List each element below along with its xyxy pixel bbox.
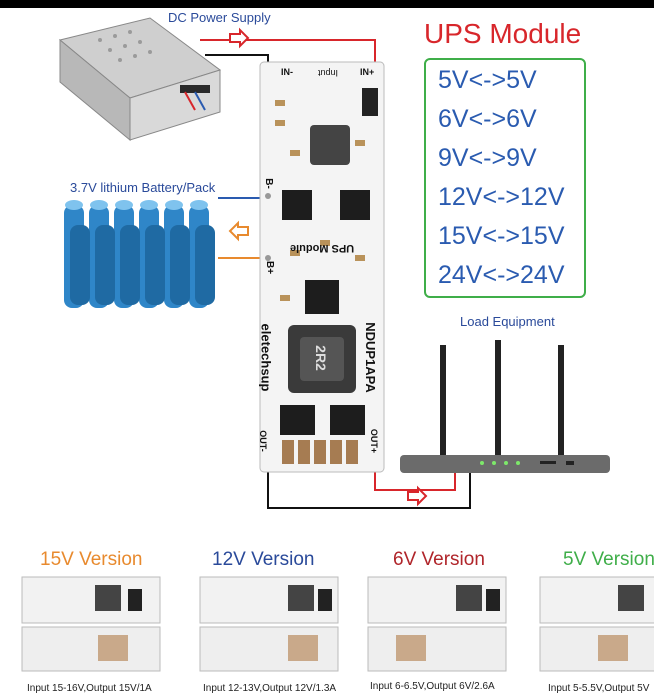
arrow-left-icon — [228, 220, 249, 242]
pin-b-minus: B- — [262, 178, 274, 189]
battery-pack — [64, 200, 215, 308]
pin-out-minus: OUT- — [257, 430, 268, 452]
version-caption-12v: Input 12-13V,Output 12V/1.3A — [203, 683, 337, 694]
pin-in-minus: IN- — [281, 67, 293, 77]
voltage-item: 9V<->9V — [438, 144, 537, 172]
arrow-right-icon — [407, 485, 428, 507]
board-model: NDUP1APA — [362, 322, 378, 393]
pin-out-plus: OUT+ — [369, 428, 380, 454]
voltage-item: 6V<->6V — [438, 105, 537, 133]
voltage-item: 12V<->12V — [438, 183, 565, 211]
version-title-15v: 15V Version — [40, 549, 143, 570]
voltage-item: 15V<->15V — [438, 222, 565, 250]
inductor-label: 2R2 — [312, 345, 329, 371]
wire-load-positive — [374, 462, 456, 491]
voltage-list-box: 5V<->5V 6V<->6V 9V<->9V 12V<->12V 15V<->… — [424, 58, 586, 298]
version-caption-5v: Input 5-5.5V,Output 5V — [548, 683, 650, 694]
pin-b-plus: B+ — [264, 260, 276, 275]
board-thumbnail-15v — [21, 576, 161, 672]
version-title-5v: 5V Version — [563, 549, 654, 570]
router — [400, 340, 610, 473]
ups-board — [259, 61, 385, 473]
pin-input: Input — [318, 68, 339, 78]
load-label: Load Equipment — [460, 314, 555, 329]
voltage-item: 5V<->5V — [438, 66, 537, 94]
version-title-12v: 12V Version — [212, 549, 315, 570]
ups-module-title: UPS Module — [424, 18, 582, 49]
power-supply-unit — [58, 17, 222, 142]
wiring-diagram — [58, 17, 610, 509]
version-caption-6v: Input 6-6.5V,Output 6V/2.6A — [370, 681, 495, 692]
board-thumbnail-5v — [539, 576, 654, 672]
top-border — [0, 0, 654, 8]
wire-psu-positive — [200, 39, 376, 70]
version-caption-15v: Input 15-16V,Output 15V/1A — [27, 683, 152, 694]
wire-load-negative — [267, 470, 471, 509]
board-name: UPS Module — [290, 242, 355, 254]
arrow-right-icon — [229, 27, 250, 49]
version-title-6v: 6V Version — [393, 549, 485, 570]
power-supply-label: DC Power Supply — [168, 10, 271, 25]
battery-label: 3.7V lithium Battery/Pack — [70, 180, 216, 195]
board-thumbnail-12v — [199, 576, 339, 672]
voltage-item: 24V<->24V — [438, 261, 565, 289]
board-thumbnail-6v — [367, 576, 507, 672]
pin-in-plus: IN+ — [360, 67, 375, 77]
board-brand: eletechsup — [258, 323, 274, 392]
